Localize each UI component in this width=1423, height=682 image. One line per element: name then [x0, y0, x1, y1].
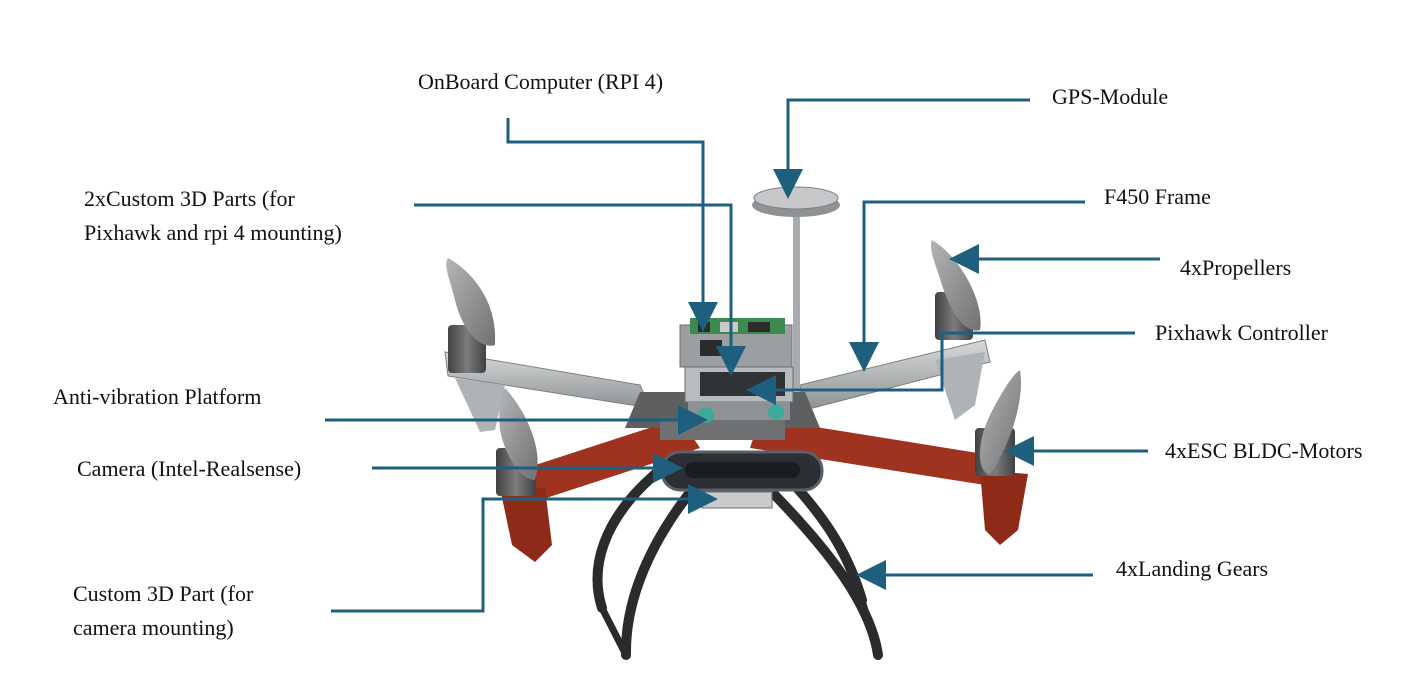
leader-gps-module [788, 100, 1030, 193]
label-custom-parts-line1: 2xCustom 3D Parts (for [84, 184, 295, 213]
leader-f450-frame [864, 202, 1085, 366]
label-motors: 4xESC BLDC-Motors [1165, 436, 1362, 465]
label-pixhawk: Pixhawk Controller [1155, 318, 1328, 347]
label-camera-mount-line2: camera mounting) [73, 613, 234, 642]
leader-pixhawk [752, 333, 1135, 390]
label-camera: Camera (Intel-Realsense) [77, 454, 301, 483]
label-propellers: 4xPropellers [1180, 253, 1291, 282]
leader-camera-mount [331, 499, 712, 611]
label-landing-gears: 4xLanding Gears [1116, 554, 1268, 583]
label-custom-parts-line2: Pixhawk and rpi 4 mounting) [84, 218, 342, 247]
label-f450-frame: F450 Frame [1104, 182, 1211, 211]
label-onboard-computer: OnBoard Computer (RPI 4) [418, 67, 663, 96]
label-gps-module: GPS-Module [1052, 82, 1168, 111]
label-anti-vibration: Anti-vibration Platform [53, 382, 261, 411]
label-camera-mount-line1: Custom 3D Part (for [73, 579, 253, 608]
leader-onboard-computer [508, 118, 703, 326]
leader-custom-parts [414, 205, 731, 370]
